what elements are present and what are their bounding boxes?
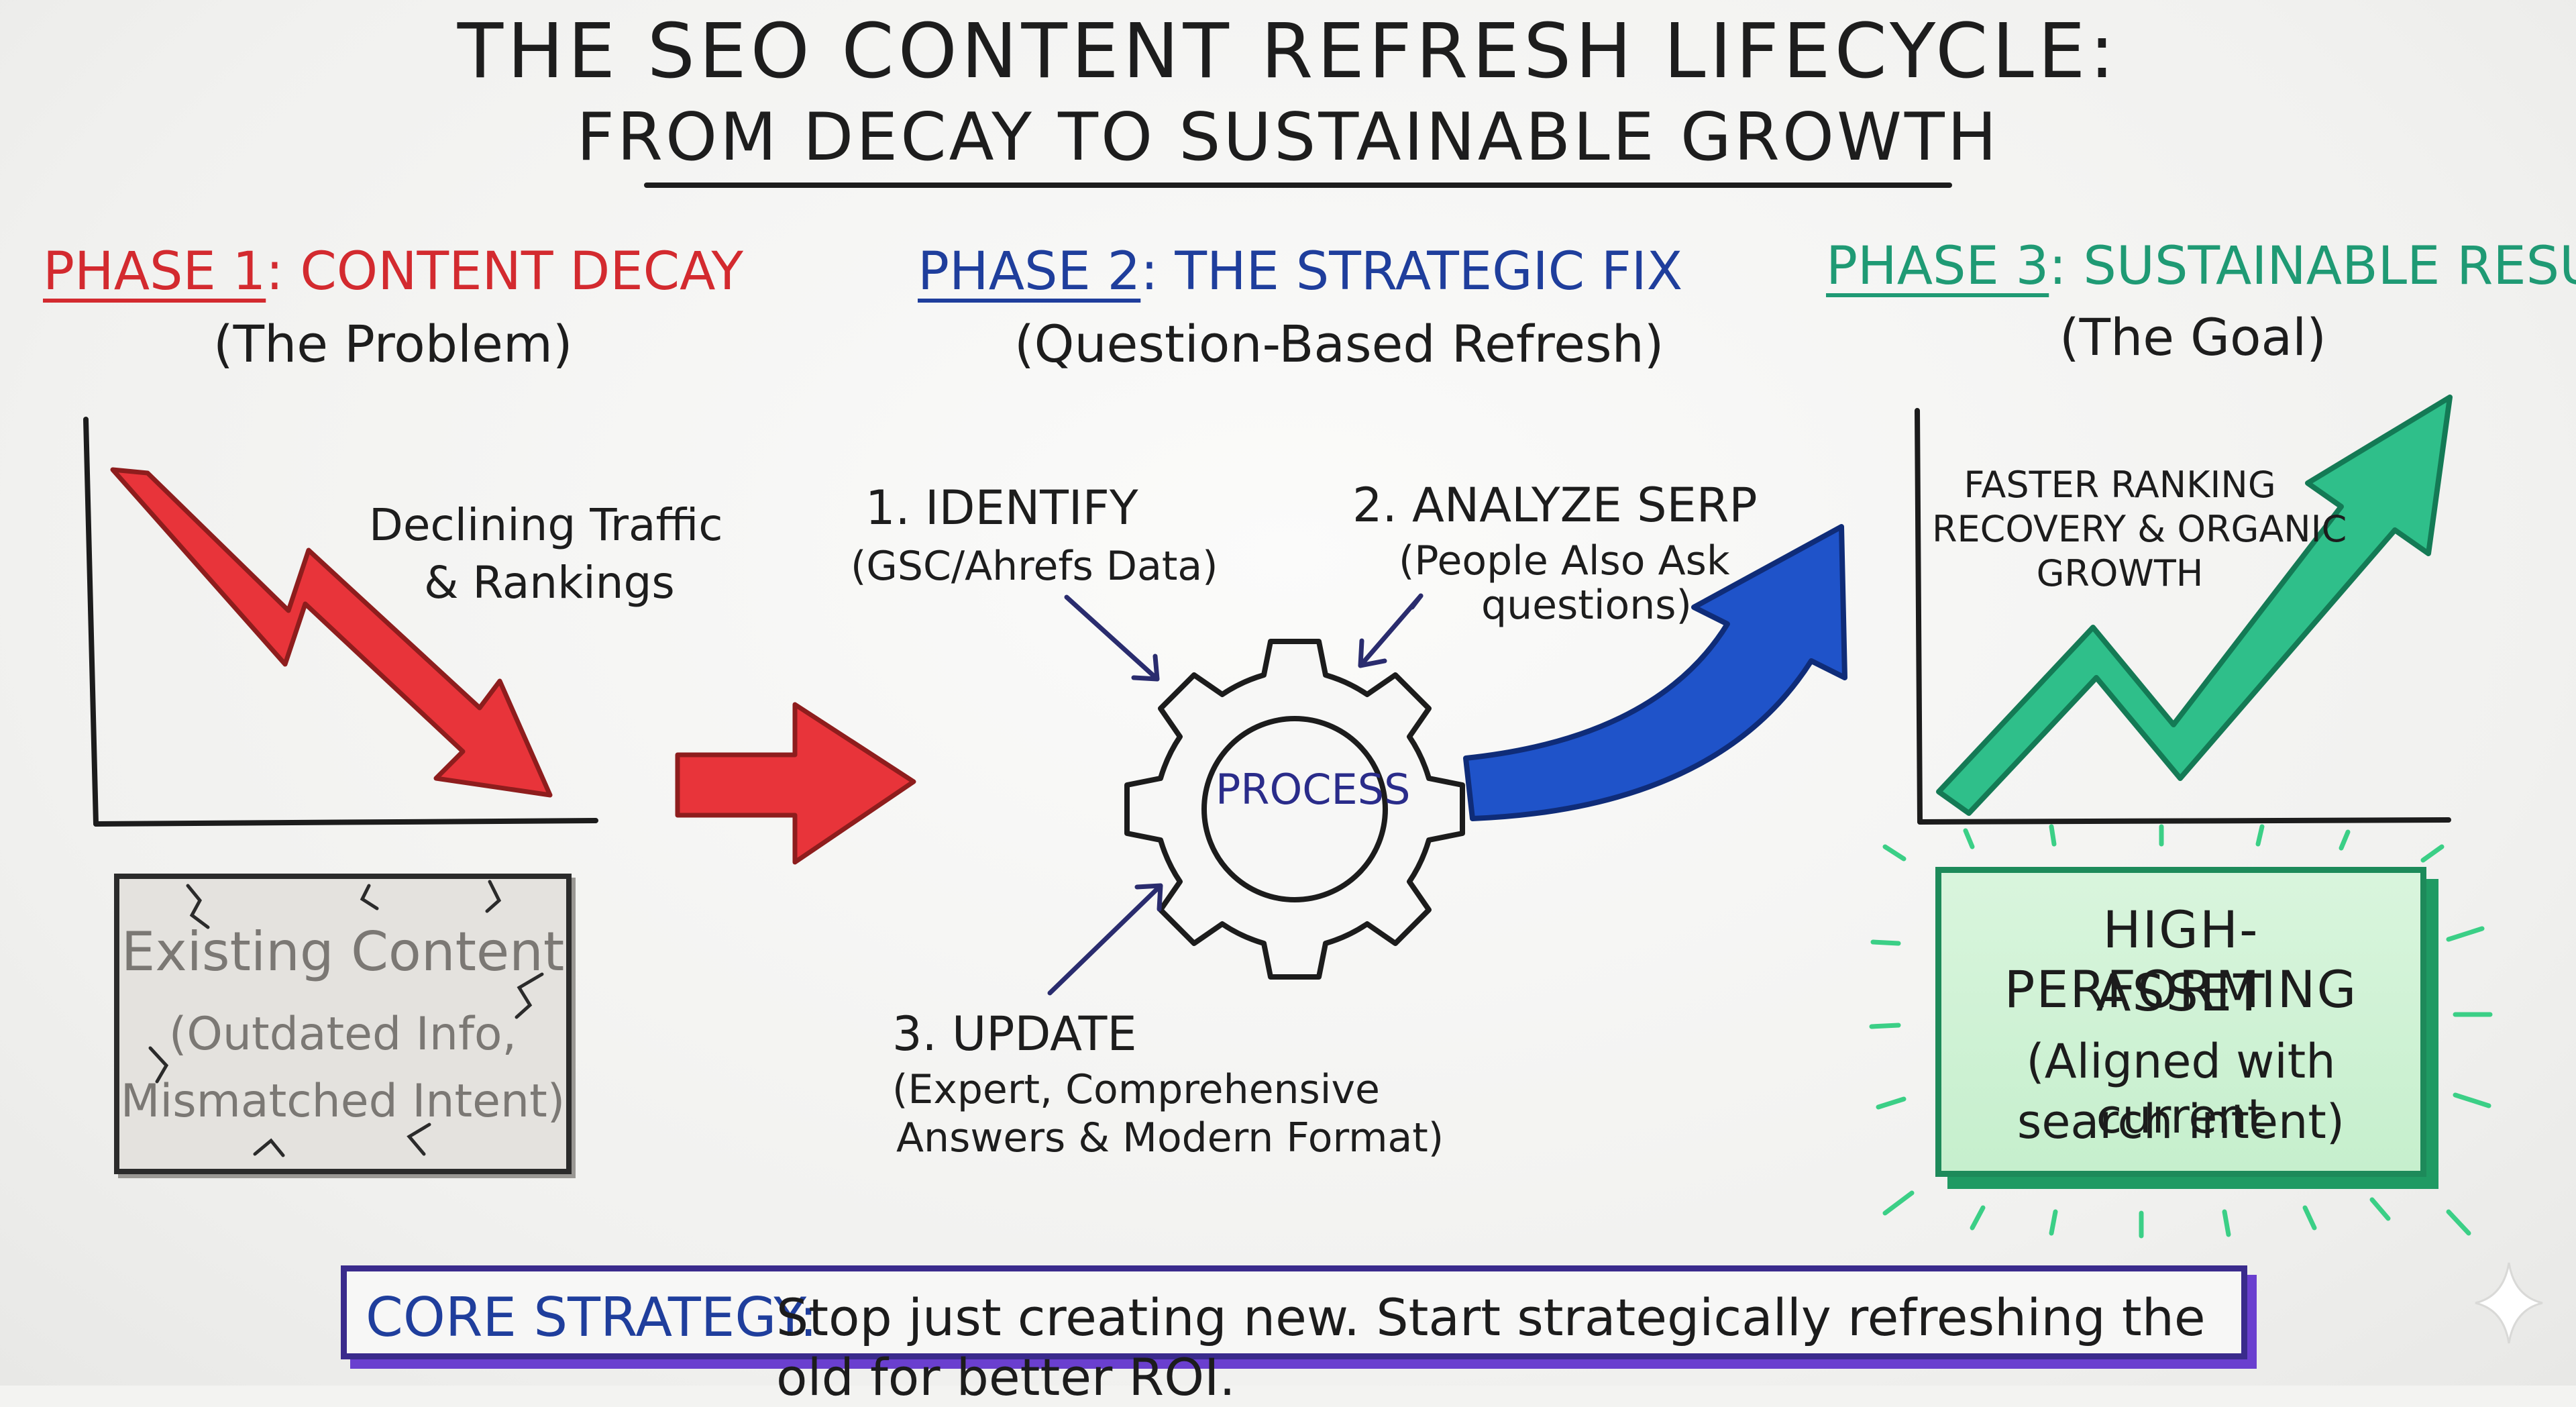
step3-title: 3. UPDATE <box>892 1006 1137 1061</box>
phase2-heading: PHASE 2: THE STRATEGIC FIX <box>918 242 1682 302</box>
phase2-subtitle: (Question-Based Refresh) <box>1014 314 1664 374</box>
step1-detail: (GSC/Ahrefs Data) <box>851 543 1218 590</box>
phase2-title: : THE STRATEGIC FIX <box>1140 242 1683 302</box>
phase3-chart-label-2: RECOVERY & ORGANIC <box>1932 508 2347 550</box>
asset-title-2: ASSET <box>2096 963 2266 1023</box>
title-underline <box>644 183 1952 188</box>
core-strategy-banner: CORE STRATEGY: Stop just creating new. S… <box>341 1265 2247 1407</box>
gear-label: PROCESS <box>1216 765 1411 814</box>
asset-line-1: (Aligned with current <box>2026 1034 2336 1144</box>
step2-title: 2. ANALYZE SERP <box>1352 478 1758 533</box>
growth-trend-arrow <box>1936 395 2453 816</box>
phase1-label: PHASE 1 <box>43 242 266 302</box>
phase3-subtitle: (The Goal) <box>2059 307 2326 367</box>
existing-content-line-2: Mismatched Intent) <box>120 1075 566 1128</box>
process-gear <box>1124 639 1465 980</box>
declining-trend-arrow <box>110 467 553 798</box>
phase3-chart-axes <box>1915 408 2451 825</box>
phase3-title: : SUSTAINABLE RESULTS <box>2049 236 2576 297</box>
phase3-label: PHASE 3 <box>1826 236 2049 297</box>
asset-glow-rays <box>1869 824 2493 1239</box>
strategic-growth-arrow-blue <box>1463 524 1847 821</box>
existing-content-box: Existing Content (Outdated Info, Mismatc… <box>114 874 572 1174</box>
phase1-chart-label-1: Declining Traffic <box>369 499 723 551</box>
asset-line-2: search intent) <box>2017 1094 2345 1149</box>
phase1-heading: PHASE 1: CONTENT DECAY <box>43 242 743 302</box>
phase1-chart-label-2: & Rankings <box>424 557 675 609</box>
asset-title-1: HIGH-PERFORMING <box>2004 900 2358 1019</box>
phase2-label: PHASE 2 <box>918 242 1141 302</box>
sparkle-icon <box>2475 1262 2543 1344</box>
step3-detail-2: Answers & Modern Format) <box>896 1114 1444 1161</box>
core-strategy-text: Stop just creating new. Start strategica… <box>776 1288 2206 1407</box>
main-subtitle: FROM DECAY TO SUSTAINABLE GROWTH <box>576 99 2000 176</box>
phase3-chart-label-1: FASTER RANKING <box>1964 464 2276 506</box>
phase1-title: : CONTENT DECAY <box>266 242 744 302</box>
step3-detail-1: (Expert, Comprehensive <box>892 1066 1380 1113</box>
phase1-subtitle: (The Problem) <box>213 314 573 374</box>
step2-detail-1: (People Also Ask <box>1399 537 1730 584</box>
phase3-chart-label-3: GROWTH <box>2036 552 2204 594</box>
existing-content-line-1: (Outdated Info, <box>168 1008 517 1061</box>
core-strategy-label: CORE STRATEGY: <box>366 1286 818 1349</box>
step2-detail-2: questions) <box>1481 582 1692 629</box>
transition-arrow-red <box>675 702 916 865</box>
main-title: THE SEO CONTENT REFRESH LIFECYCLE: <box>457 8 2119 95</box>
phase3-heading: PHASE 3: SUSTAINABLE RESULTS <box>1826 236 2576 297</box>
phase3-chart-label: FASTER RANKING RECOVERY & ORGANIC GROWTH <box>1932 463 2347 596</box>
step1-title: 1. IDENTIFY <box>865 480 1138 535</box>
high-performing-asset-box: HIGH-PERFORMING ASSET (Aligned with curr… <box>1935 867 2426 1177</box>
existing-content-title: Existing Content <box>121 921 565 983</box>
step-arrows <box>1047 593 1424 996</box>
crack-marks <box>148 880 544 1157</box>
phase1-chart-axes <box>83 417 598 827</box>
